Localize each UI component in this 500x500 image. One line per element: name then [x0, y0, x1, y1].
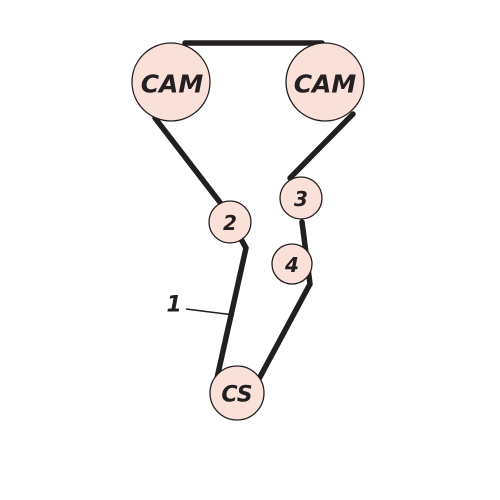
belt-callout-leader — [185, 308, 235, 316]
right-cam-label: CAM — [294, 70, 357, 99]
idler-3-label: 3 — [294, 187, 308, 211]
crankshaft-label: CS — [221, 383, 252, 408]
idler-pulley-2: 2 — [208, 200, 252, 244]
idler-pulley-3: 3 — [279, 176, 323, 220]
idler-2-label: 2 — [223, 211, 237, 235]
belt-callout-label: 1 — [166, 293, 181, 318]
tensioner-4-label: 4 — [284, 253, 299, 277]
left-cam-label: CAM — [141, 70, 204, 99]
timing-belt — [152, 40, 356, 393]
tensioner-pulley-4: 4 — [271, 243, 313, 285]
right-camshaft-pulley: CAM — [285, 42, 365, 122]
crankshaft-pulley: CS — [209, 365, 265, 421]
left-camshaft-pulley: CAM — [131, 42, 211, 122]
